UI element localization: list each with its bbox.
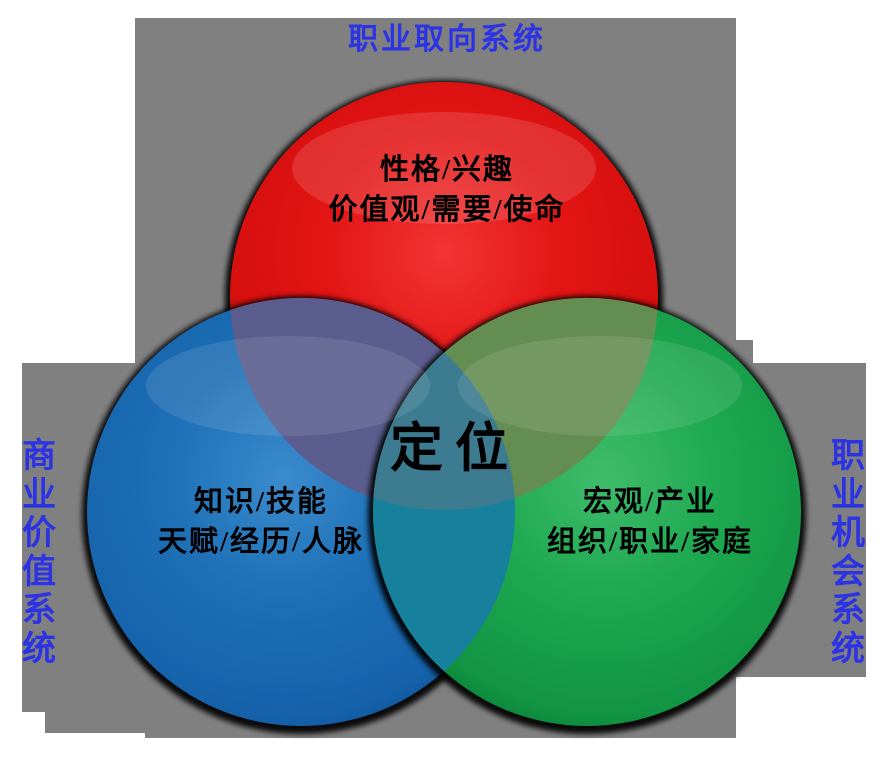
- blue-circle-label: 知识/技能 天赋/经历/人脉: [158, 482, 364, 562]
- red-gloss-highlight: [292, 112, 596, 224]
- overlap-center: [373, 352, 515, 511]
- blue-circle-label-line2: 天赋/经历/人脉: [157, 526, 365, 558]
- red-circle-label: 性格/兴趣 价值观/需要/使命: [328, 150, 565, 230]
- right-system-label: 职业机会系统: [831, 438, 865, 668]
- green-circle-label: 宏观/产业 组织/职业/家庭: [547, 482, 753, 562]
- top-system-label: 职业取向系统: [348, 23, 546, 56]
- center-positioning-label: 定位: [390, 419, 520, 478]
- blue-circle-label-line1: 知识/技能: [193, 486, 329, 518]
- green-circle-label-line2: 组织/职业/家庭: [546, 526, 754, 558]
- blue-gloss-highlight: [146, 336, 430, 436]
- left-system-label: 商业价值系统: [22, 438, 56, 668]
- red-circle-label-line1: 性格/兴趣: [379, 154, 515, 186]
- red-circle-label-line2: 价值观/需要/使命: [328, 194, 566, 226]
- green-gloss-highlight: [458, 336, 742, 436]
- green-circle-label-line1: 宏观/产业: [582, 486, 718, 518]
